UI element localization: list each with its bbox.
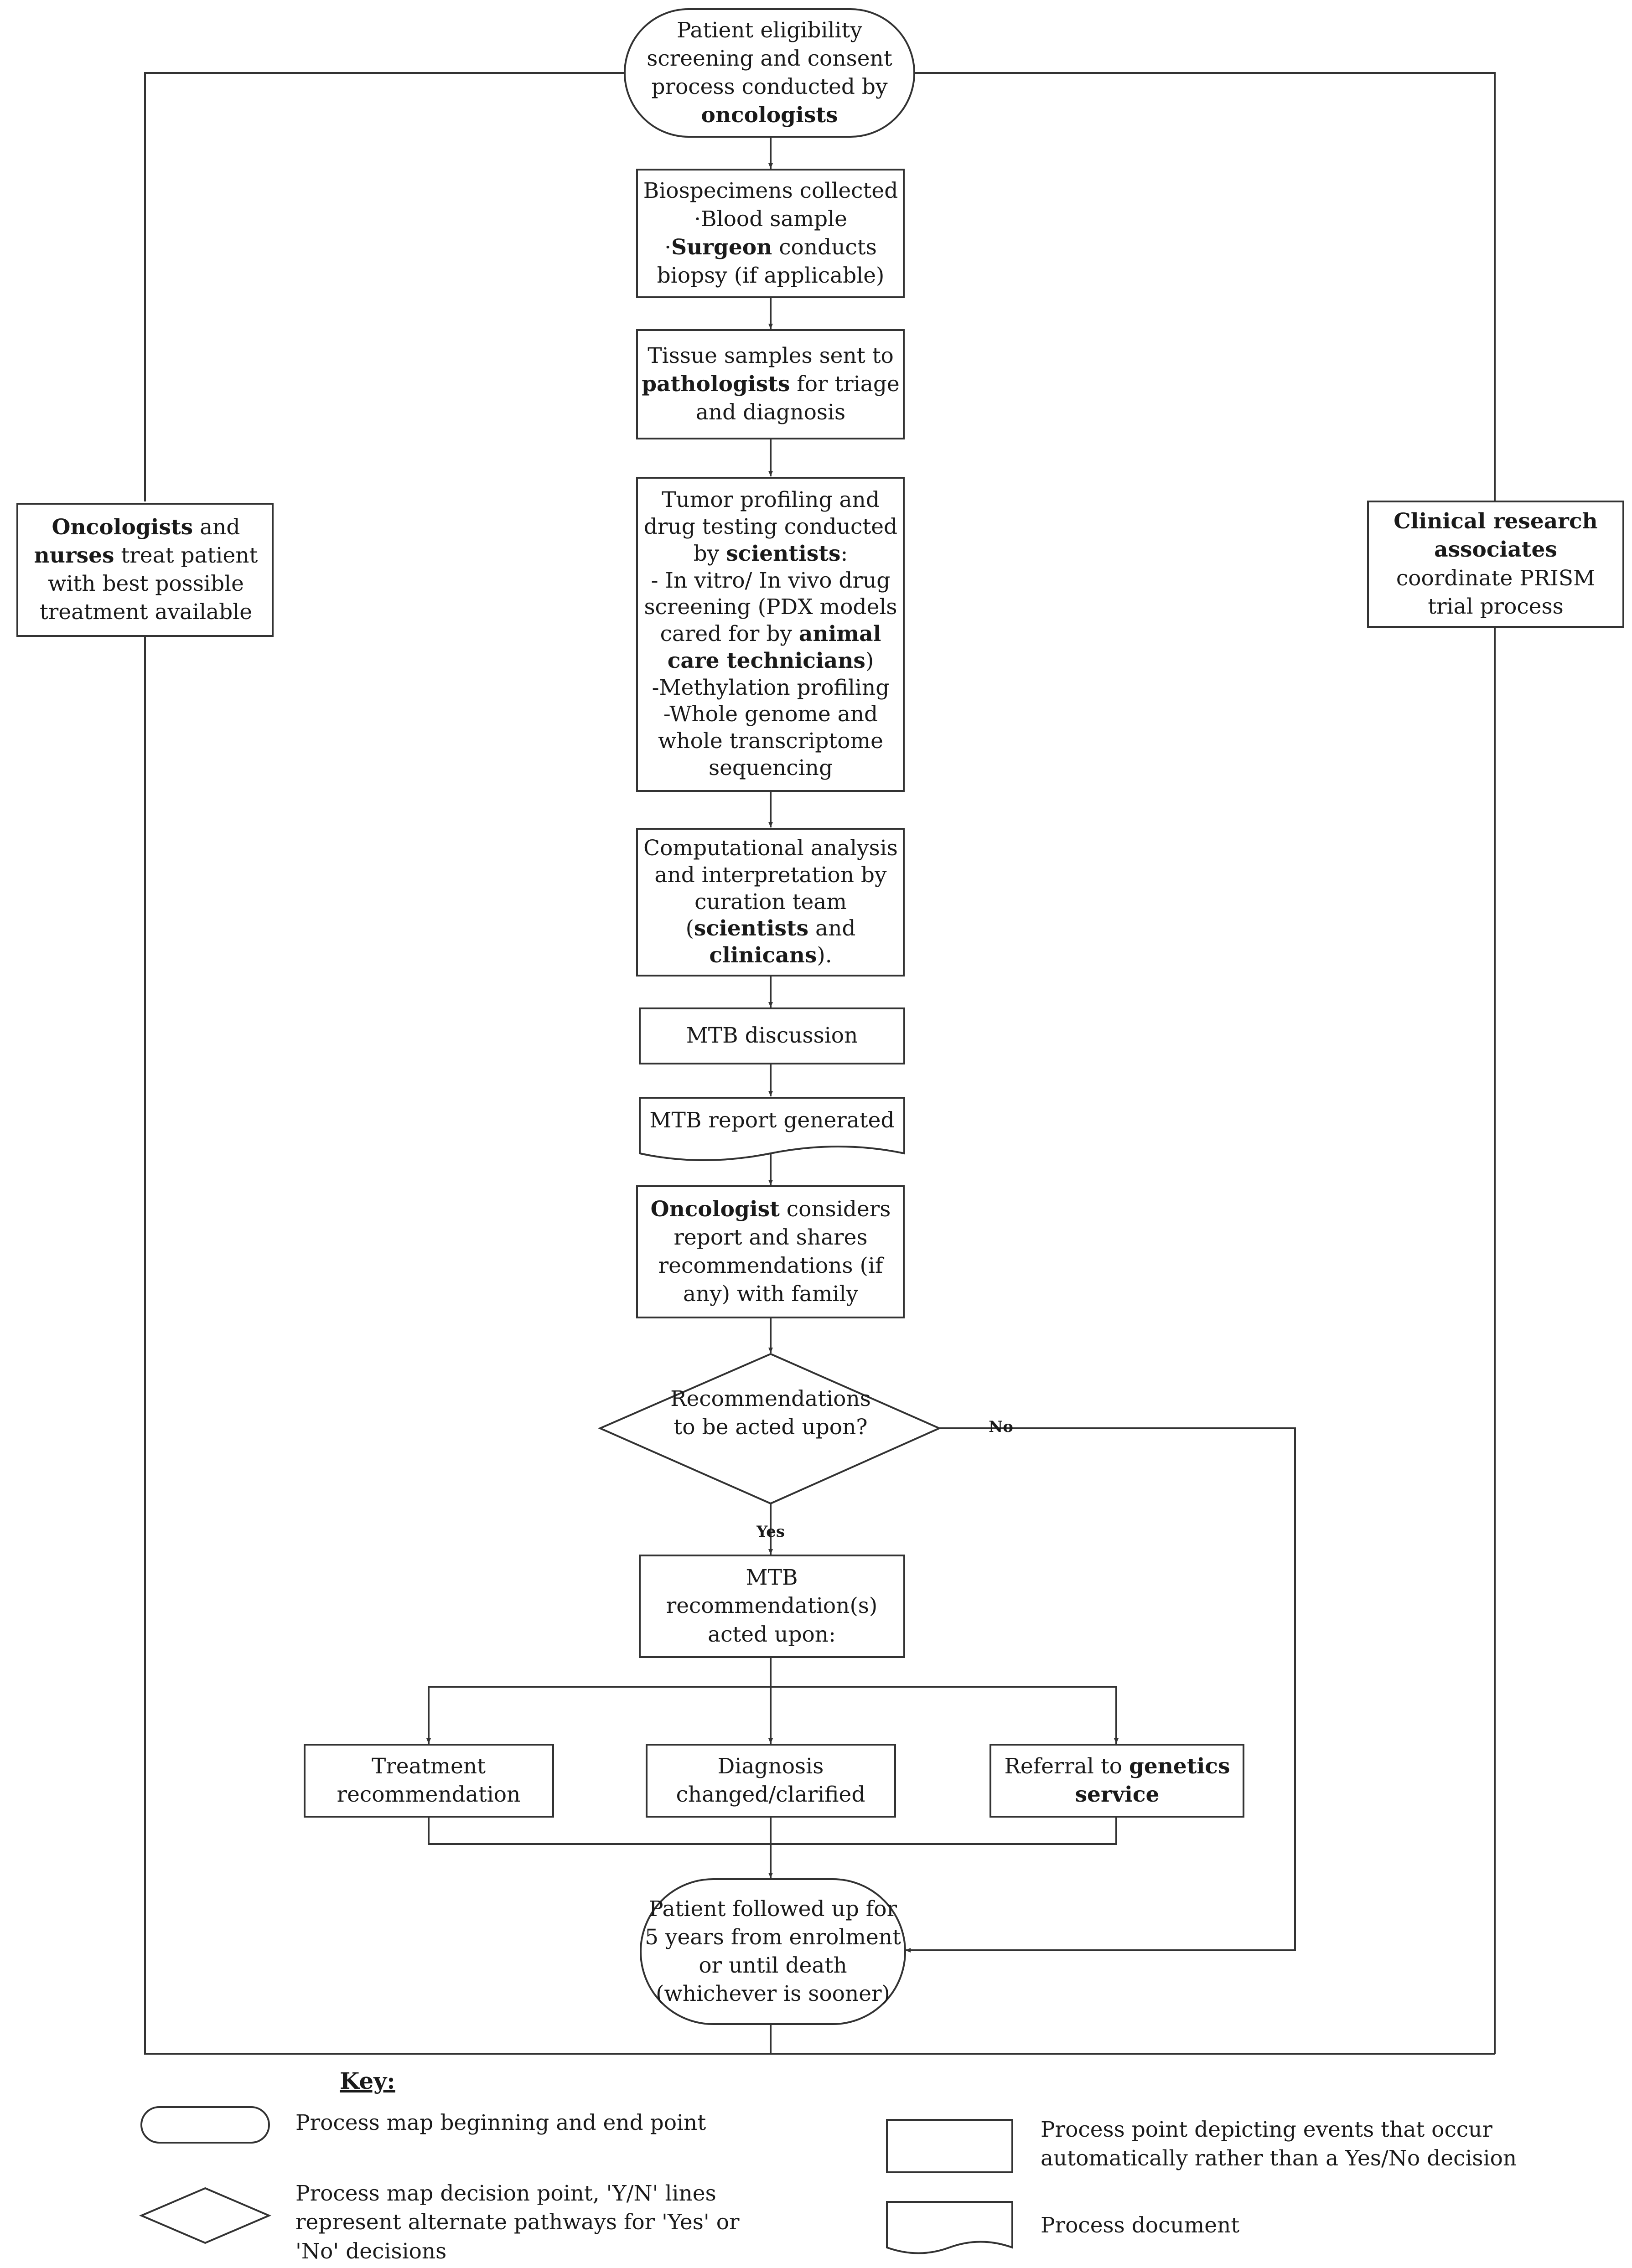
key-terminal-text: Process map beginning and end point: [295, 2110, 706, 2135]
key-document-text: Process document: [1041, 2213, 1240, 2238]
computational-box: [636, 828, 905, 976]
followup-label: Patient followed up for 5 years from enr…: [645, 1896, 901, 2007]
tumor-label: Tumor profiling and drug testing conduct…: [643, 487, 898, 780]
treatment-box: [304, 1744, 554, 1818]
mtb-report-label: MTB report generated: [649, 1107, 895, 1133]
acted-upon-box: [639, 1555, 905, 1658]
frame-top-left: [144, 72, 625, 501]
frame-top-right: [914, 72, 1496, 501]
acted-upon-label: MTB recommendation(s) acted upon:: [666, 1565, 878, 1647]
key-process-text: Process point depicting events that occu…: [1041, 2117, 1517, 2171]
referral-label: Referral to genetics service: [1004, 1753, 1230, 1807]
biospecimens-label: Biospecimens collected ·Blood sample ·Su…: [643, 178, 898, 289]
mtb-report-document: [639, 1097, 905, 1161]
computational-label: Computational analysis and interpretatio…: [643, 836, 898, 968]
treatment-label: Treatment recommendation: [337, 1753, 521, 1807]
biospecimens-box: [636, 169, 905, 298]
followup-terminal: [640, 1878, 906, 2025]
decision-diamond: [598, 1353, 942, 1505]
right-side-box: [1367, 501, 1624, 628]
diagnosis-box: [646, 1744, 896, 1818]
decision-label: Recommendations to be acted upon?: [670, 1386, 871, 1440]
diagnosis-label: Diagnosis changed/clarified: [676, 1753, 865, 1807]
tissue-box: [636, 329, 905, 439]
oncologist-box: [636, 1185, 905, 1318]
start-label: Patient eligibility screening and consen…: [647, 17, 892, 128]
key-decision-text: Process map decision point, 'Y/N' lines …: [295, 2181, 740, 2264]
key-process-shape: [886, 2119, 1013, 2173]
yes-label: Yes: [756, 1522, 785, 1541]
key-document-shape: [886, 2201, 1013, 2254]
oncologist-label: Oncologist considers report and shares r…: [650, 1196, 891, 1307]
right-side-label: Clinical research associates coordinate …: [1394, 509, 1598, 619]
start-terminal: [624, 8, 915, 138]
mtb-discussion-label: MTB discussion: [686, 1023, 858, 1049]
frame-left-lower: [144, 636, 1495, 2055]
key-decision-shape: [139, 2187, 272, 2244]
tissue-label: Tissue samples sent to pathologists for …: [642, 343, 900, 425]
left-side-box: [16, 503, 274, 637]
no-label: No: [989, 1417, 1013, 1436]
key-title: Key:: [340, 2067, 395, 2094]
referral-box: [990, 1744, 1244, 1818]
tumor-box: [636, 477, 905, 792]
mtb-discussion-box: [639, 1007, 905, 1064]
key-terminal-shape: [140, 2106, 270, 2144]
left-side-label: Oncologists and nurses treat patient wit…: [34, 514, 258, 625]
